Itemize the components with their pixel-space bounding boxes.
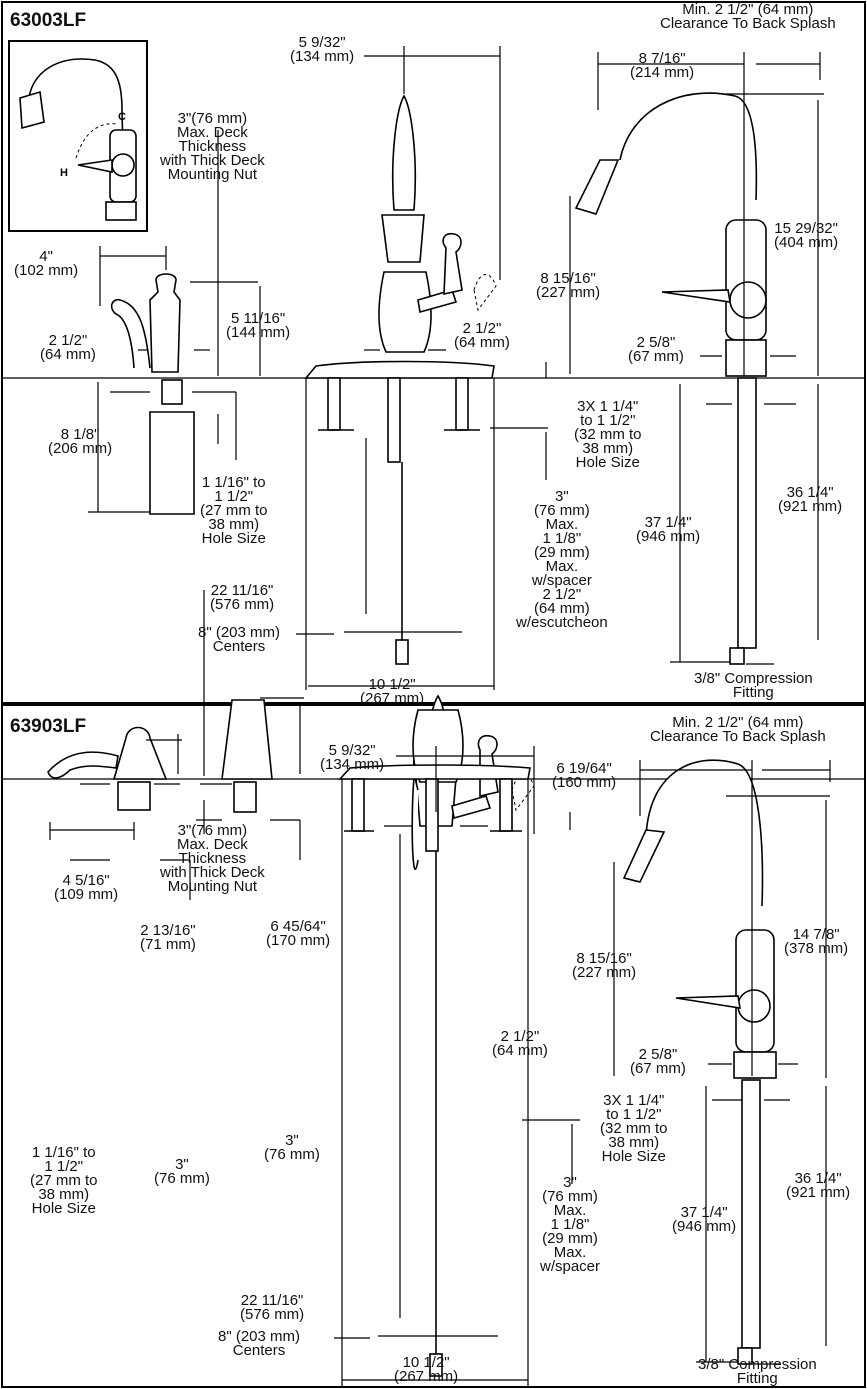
front-dimension-lines-top (296, 46, 548, 690)
section-63003lf (1, 1, 866, 704)
model-number-bottom: 63903LF (10, 716, 87, 737)
label-handle-reach: 4 5/16"(109 mm) (54, 872, 119, 903)
label-hose-length-bottom: 22 11/16"(576 mm) (240, 1292, 305, 1323)
label-reach-bottom: 6 19/64"(160 mm) (552, 760, 617, 791)
label-overall-height-bottom: 14 7/8"(378 mm) (784, 926, 849, 957)
faucet-front-top (304, 94, 497, 665)
label-front-base-top: 2 1/2"(64 mm) (454, 320, 510, 351)
label-clearance-top: Min. 2 1/2" (64 mm)Clearance To Back Spl… (660, 1, 836, 32)
label-escutcheon-width-top: 10 1/2"(267 mm) (360, 676, 425, 707)
label-soap-reach: 4"(102 mm) (14, 248, 79, 279)
label-sprayer-thread: 3"(76 mm) (264, 1132, 320, 1163)
inset-marker-c: C (118, 111, 126, 123)
side-dimension-lines-top (569, 52, 824, 665)
label-centers-bottom: 8" (203 mm)Centers (218, 1328, 301, 1359)
side-dimension-lines-bottom (613, 760, 831, 1365)
label-spout-height-top: 8 15/16"(227 mm) (536, 270, 601, 301)
label-overall-height-top: 15 29/32"(404 mm) (774, 220, 839, 251)
label-supply-length-bottom: 37 1/4"(946 mm) (672, 1204, 737, 1235)
soap-dimension-lines (88, 130, 261, 513)
label-reach-top: 8 7/16"(214 mm) (630, 50, 695, 81)
label-spout-height-bottom: 8 15/16"(227 mm) (572, 950, 637, 981)
label-mount-max-bottom: 3"(76 mm)Max.1 1/8"(29 mm)Max.w/spacer (540, 1174, 601, 1275)
sprayer-base-bottom (221, 699, 273, 813)
label-soap-height: 5 11/16"(144 mm) (226, 310, 291, 341)
label-side-base-top: 2 5/8"(67 mm) (628, 334, 684, 365)
label-escutcheon-width-bottom: 10 1/2"(267 mm) (394, 1354, 459, 1385)
label-below-deck-bottom: 36 1/4"(921 mm) (786, 1170, 851, 1201)
inset-rotation-diagram (8, 40, 148, 232)
label-top-offset-bottom: 5 9/32"(134 mm) (320, 742, 385, 773)
model-number-top: 63003LF (10, 10, 87, 31)
label-handle-height: 2 13/16"(71 mm) (140, 922, 196, 953)
label-top-offset-top: 5 9/32"(134 mm) (290, 34, 355, 65)
label-sprayer-height: 6 45/64"(170 mm) (266, 918, 331, 949)
side-handle-bottom (47, 726, 168, 811)
label-front-base-bottom: 2 1/2"(64 mm) (492, 1028, 548, 1059)
front-dimension-lines-bottom (334, 746, 580, 1386)
label-below-deck-top: 36 1/4"(921 mm) (778, 484, 843, 515)
label-bottle-depth: 8 1/8"(206 mm) (48, 426, 113, 457)
handle-dimension-lines (49, 590, 304, 900)
label-supply-length-top: 37 1/4"(946 mm) (636, 514, 701, 545)
inset-marker-h: H (60, 167, 68, 179)
label-clearance-bottom: Min. 2 1/2" (64 mm)Clearance To Back Spl… (650, 714, 826, 745)
label-handle-thread: 3"(76 mm) (154, 1156, 210, 1187)
inset-faucet-sketch: C H (19, 58, 137, 221)
label-hose-length-top: 22 11/16"(576 mm) (210, 582, 275, 613)
label-soap-base: 2 1/2"(64 mm) (40, 332, 96, 363)
soap-dispenser-top (110, 273, 195, 515)
faucet-side-top (574, 92, 767, 665)
label-side-base-bottom: 2 5/8"(67 mm) (630, 1046, 686, 1077)
label-centers-top: 8" (203 mm)Centers (198, 624, 281, 655)
faucet-side-bottom (622, 759, 777, 1365)
faucet-front-bottom (338, 694, 535, 1377)
